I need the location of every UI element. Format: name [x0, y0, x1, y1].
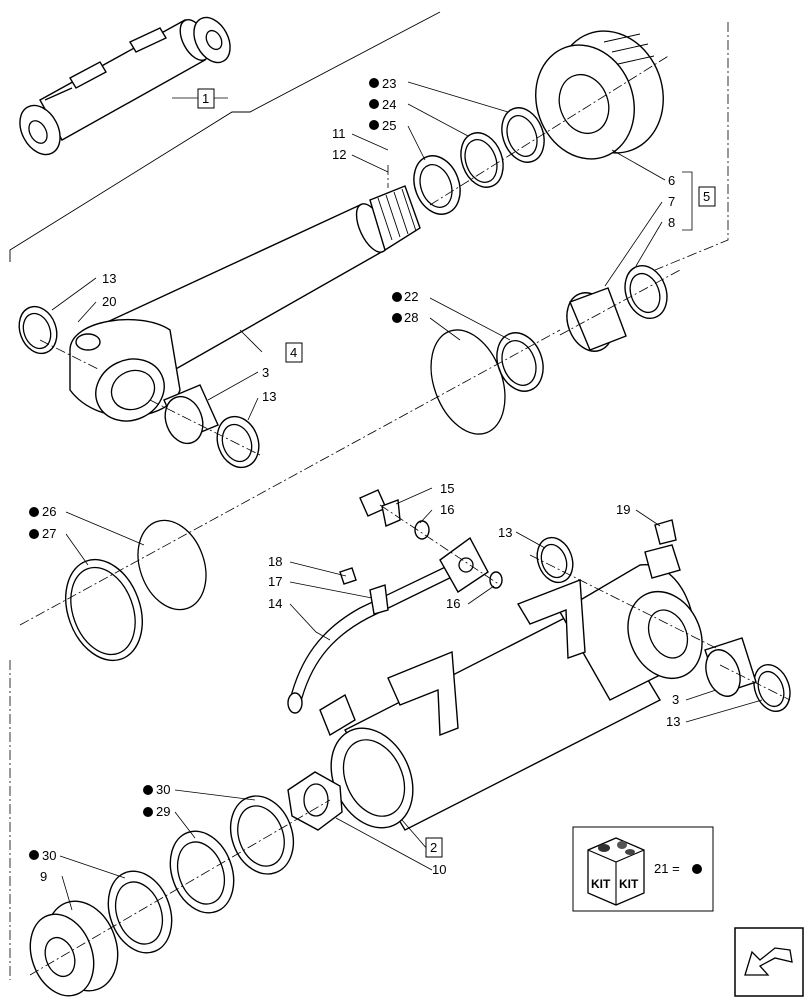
callout-13-b: 13 [262, 389, 276, 404]
hydraulic-pipe [287, 489, 677, 714]
callout-11: 11 [332, 126, 346, 141]
callout-25: 25 [382, 118, 396, 133]
piston-rod [69, 185, 421, 422]
callout-29: 29 [156, 804, 170, 819]
callout-28: 28 [404, 310, 418, 325]
kit-label-left: KIT [591, 877, 611, 891]
callout-6: 6 [668, 173, 675, 188]
callout-16-a: 16 [440, 502, 454, 517]
box-callout-1[interactable]: 1 [197, 88, 215, 109]
callout-17: 17 [268, 574, 282, 589]
callout-9: 9 [40, 869, 47, 884]
box-callout-4[interactable]: 4 [285, 342, 303, 363]
assembled-cylinder [19, 16, 231, 156]
callout-labels: 23 24 25 11 12 6 7 8 13 20 22 28 3 13 15… [40, 76, 680, 884]
callout-15: 15 [440, 481, 454, 496]
callout-23: 23 [382, 76, 396, 91]
svg-text:1: 1 [202, 91, 209, 106]
callout-8: 8 [668, 215, 675, 230]
piston-head [535, 30, 664, 160]
callout-26: 26 [42, 504, 56, 519]
callout-30-b: 30 [42, 848, 56, 863]
boxed-callouts: 1 4 5 2 [197, 88, 716, 858]
callout-30-a: 30 [156, 782, 170, 797]
callout-27: 27 [42, 526, 56, 541]
box-callout-5[interactable]: 5 [698, 186, 716, 207]
gland-assembly [29, 771, 343, 997]
center-axes [19, 54, 791, 976]
svg-text:2: 2 [430, 840, 437, 855]
frame-lines [9, 11, 729, 980]
leader-lines [51, 81, 763, 911]
callout-16-b: 16 [446, 596, 460, 611]
callout-10: 10 [432, 862, 446, 877]
callout-3-a: 3 [262, 365, 269, 380]
kit-label-right: KIT [619, 877, 639, 891]
callout-12: 12 [332, 147, 346, 162]
callout-20: 20 [102, 294, 116, 309]
callout-13-a: 13 [102, 271, 116, 286]
callout-3-b: 3 [672, 692, 679, 707]
svg-text:4: 4 [290, 345, 297, 360]
callout-22: 22 [404, 289, 418, 304]
kit-markers [29, 78, 402, 860]
kit-legend-text: 21 = [654, 861, 680, 876]
arrow-return-icon[interactable] [734, 927, 804, 997]
seal-rings [18, 107, 791, 712]
callout-7: 7 [668, 194, 675, 209]
callout-19: 19 [616, 502, 630, 517]
callout-14: 14 [268, 596, 282, 611]
box-callout-2[interactable]: 2 [425, 837, 443, 858]
svg-text:5: 5 [703, 189, 710, 204]
callout-24: 24 [382, 97, 396, 112]
kit-legend-dot [692, 864, 702, 874]
kit-box-icon: KIT KIT [587, 837, 645, 906]
callout-13-c: 13 [498, 525, 512, 540]
callout-13-d: 13 [666, 714, 680, 729]
kit-legend: KIT KIT 21 = [572, 826, 714, 912]
callout-18: 18 [268, 554, 282, 569]
